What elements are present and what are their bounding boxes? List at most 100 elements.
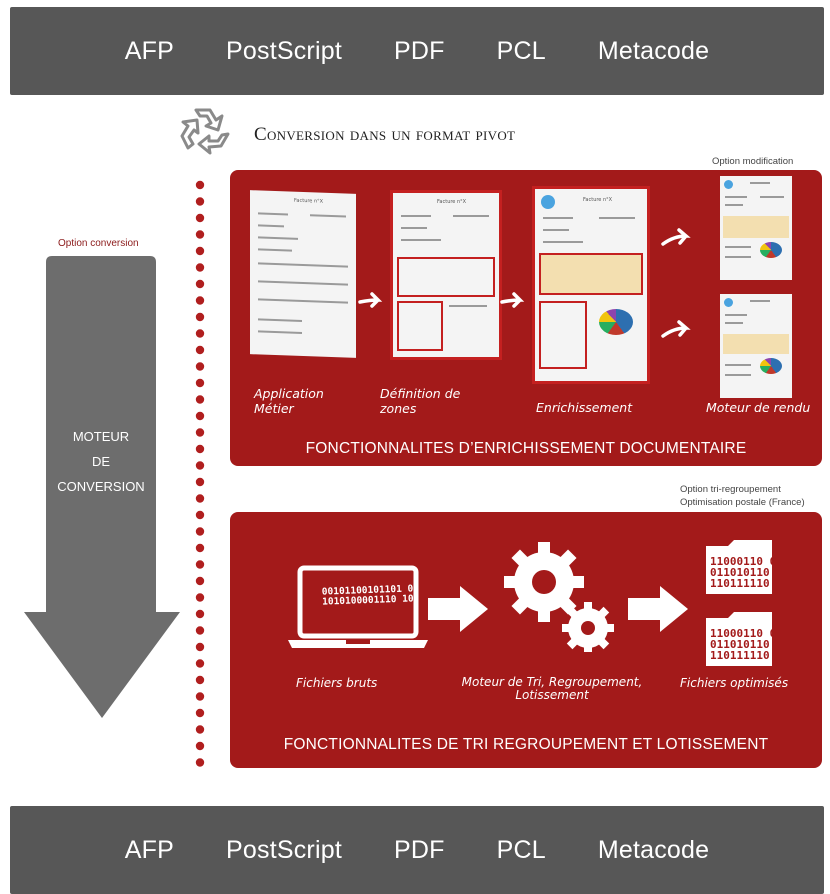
separator-dot bbox=[195, 197, 205, 206]
doc-title: Facture n°X bbox=[294, 197, 324, 205]
separator-dot bbox=[195, 279, 205, 289]
separator-dot bbox=[195, 329, 205, 338]
format-pdf: PDF bbox=[393, 36, 445, 65]
separator-dot bbox=[195, 576, 205, 586]
option-modification-label: Option modification bbox=[712, 156, 794, 167]
separator-dot bbox=[195, 609, 205, 619]
option-postale-label: Optimisation postale (France) bbox=[680, 497, 805, 508]
zone-highlight bbox=[397, 257, 495, 297]
output-formats-bar: AFP PostScript PDF PCL Metacode bbox=[10, 806, 824, 894]
separator-dot bbox=[195, 345, 205, 355]
format-postscript: PostScript bbox=[226, 835, 342, 864]
step-fichiers-optimises: Fichiers optimisés bbox=[680, 676, 789, 690]
step-definition-zones: Définition de zones bbox=[380, 386, 461, 416]
separator-dot bbox=[195, 296, 205, 305]
separator-dot bbox=[195, 560, 205, 569]
binary-data-text: 00101100101101 0 1010100001110 10 bbox=[321, 583, 414, 608]
sorting-panel-title: FONCTIONNALITES DE TRI REGROUPEMENT ET L… bbox=[283, 736, 769, 753]
folder-binary-text: 11000110 0 011010110 110111110 bbox=[710, 555, 777, 590]
zone-highlight bbox=[397, 301, 443, 351]
separator-dot bbox=[195, 362, 205, 371]
house-icon bbox=[541, 195, 555, 209]
arrow-right-icon bbox=[661, 228, 691, 246]
format-pcl: PCL bbox=[496, 835, 546, 864]
separator-dot bbox=[195, 659, 205, 668]
doc-enrichissement: Facture n°X bbox=[532, 186, 650, 384]
step-moteur-tri: Moteur de Tri, Regroupement, Lotissement bbox=[461, 675, 643, 702]
separator-dot bbox=[195, 378, 205, 388]
separator-dot bbox=[195, 246, 205, 256]
arrow-right-icon bbox=[500, 292, 525, 308]
separator-dot bbox=[195, 180, 205, 190]
format-pcl: PCL bbox=[496, 36, 546, 65]
separator-dot bbox=[195, 642, 205, 652]
step-application-metier: Application Métier bbox=[254, 386, 324, 416]
laptop-icon bbox=[288, 565, 428, 648]
source-formats-bar: AFP PostScript PDF PCL Metacode bbox=[10, 7, 824, 95]
pie-chart-icon bbox=[760, 358, 782, 374]
pivot-format-title: Conversion dans un format pivot bbox=[254, 124, 516, 145]
separator-dot bbox=[195, 395, 205, 404]
folder-icon bbox=[706, 540, 772, 594]
separator-dot bbox=[195, 725, 205, 734]
separator-dot bbox=[195, 543, 205, 553]
sorting-panel: 00101100101101 0 1010100001110 10 110001… bbox=[230, 512, 822, 768]
arrow-right-icon bbox=[358, 292, 383, 308]
format-afp: AFP bbox=[124, 835, 175, 864]
gear-tooth bbox=[504, 576, 516, 588]
format-postscript: PostScript bbox=[226, 36, 342, 65]
separator-dot bbox=[195, 510, 205, 520]
format-metacode: Metacode bbox=[597, 835, 710, 864]
step-moteur-rendu: Moteur de rendu bbox=[706, 400, 811, 415]
separator-dot bbox=[195, 527, 205, 536]
gear-tooth bbox=[562, 624, 570, 632]
separator-dot bbox=[195, 692, 205, 701]
conversion-engine-arrow bbox=[24, 256, 180, 718]
step-enrichissement: Enrichissement bbox=[536, 400, 633, 415]
separator-dot bbox=[195, 263, 205, 272]
separator-dot bbox=[195, 444, 205, 454]
gear-tooth bbox=[572, 576, 584, 588]
recycle-icon bbox=[180, 108, 230, 155]
step-fichiers-bruts: Fichiers bruts bbox=[296, 676, 378, 690]
folder-icon bbox=[706, 612, 772, 666]
gear-tooth bbox=[606, 624, 614, 632]
folder-binary-text: 11000110 0 011010110 110111110 bbox=[710, 627, 777, 662]
doc-title: Facture n°X bbox=[583, 197, 613, 203]
doc-title: Facture n°X bbox=[437, 199, 467, 205]
format-afp: AFP bbox=[124, 36, 175, 65]
option-tri-label: Option tri-regroupement bbox=[680, 484, 781, 495]
gears-icon bbox=[504, 542, 614, 652]
separator-dot bbox=[195, 675, 205, 685]
separator-dot bbox=[195, 758, 205, 767]
house-icon bbox=[724, 180, 733, 189]
separator-dot bbox=[195, 411, 205, 421]
gear-tooth bbox=[538, 542, 550, 554]
doc-rendu-1 bbox=[720, 176, 792, 280]
separator-dot bbox=[195, 230, 205, 239]
separator-dot bbox=[195, 312, 205, 322]
house-icon bbox=[724, 298, 733, 307]
doc-application-metier: Facture n°X bbox=[250, 190, 356, 358]
format-pdf: PDF bbox=[393, 835, 445, 864]
option-conversion-label: Option conversion bbox=[58, 238, 139, 249]
gear-tooth bbox=[584, 602, 592, 610]
arrow-right-icon bbox=[628, 586, 688, 632]
separator-dot bbox=[195, 213, 205, 223]
separator-dot bbox=[195, 494, 205, 503]
separator-dot bbox=[195, 428, 205, 437]
separator-dot bbox=[195, 477, 205, 487]
separator-dot bbox=[195, 461, 205, 470]
separator-dot bbox=[195, 741, 205, 751]
separator-dot bbox=[195, 626, 205, 635]
gear-tooth bbox=[538, 610, 550, 622]
arrow-right-icon bbox=[661, 320, 691, 338]
gear-tooth bbox=[584, 646, 592, 652]
pie-chart-icon bbox=[599, 309, 633, 335]
enrichment-panel-title: FONCTIONNALITES D’ENRICHISSEMENT DOCUMEN… bbox=[305, 440, 747, 457]
doc-definition-zones: Facture n°X bbox=[390, 190, 502, 360]
arrow-right-icon bbox=[428, 586, 488, 632]
conversion-engine-label: MOTEUR DE CONVERSION bbox=[57, 429, 145, 494]
format-metacode: Metacode bbox=[597, 36, 710, 65]
dotted-separator bbox=[195, 180, 205, 767]
